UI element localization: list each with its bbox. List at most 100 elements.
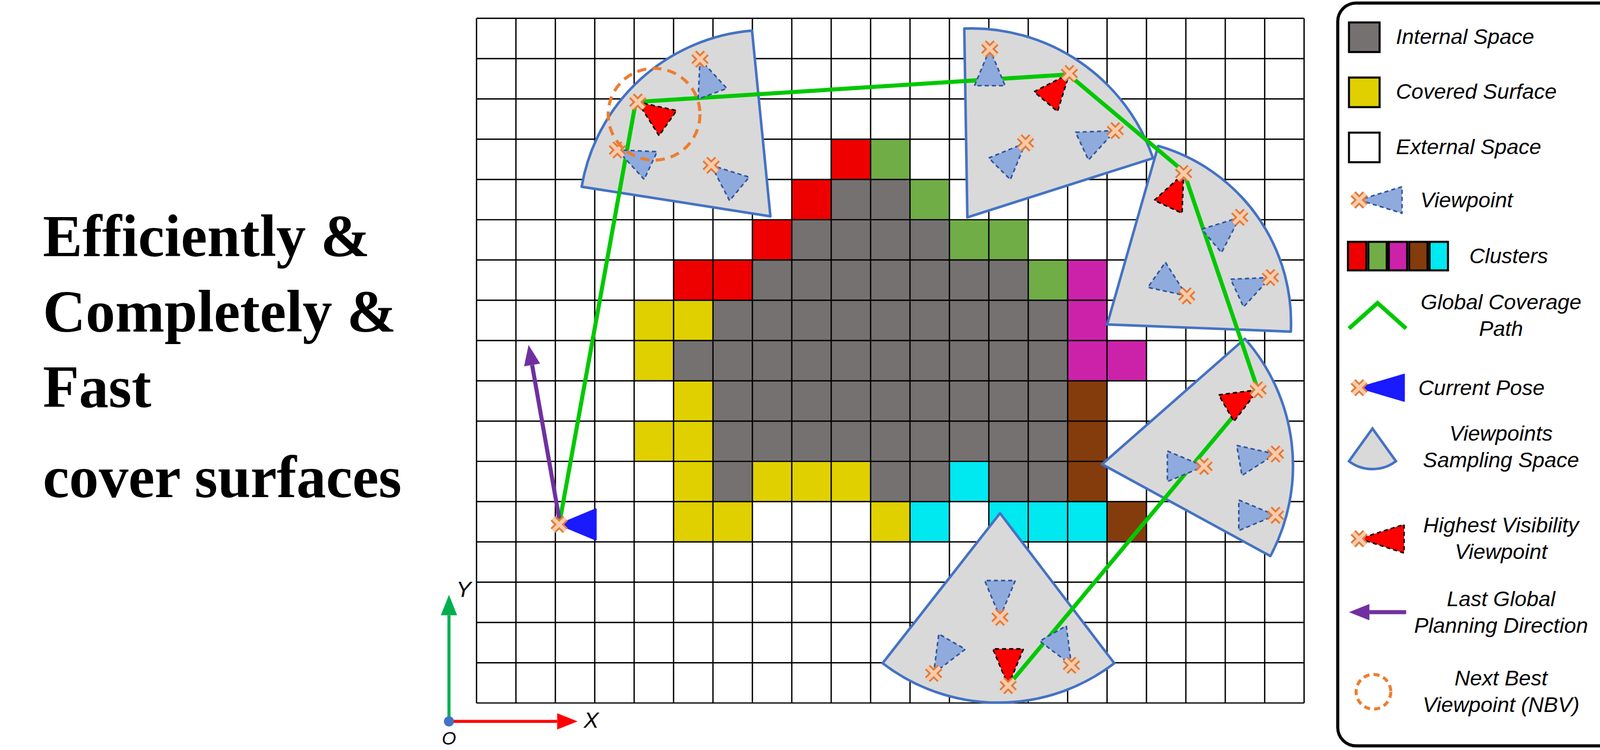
grid-cell bbox=[673, 340, 714, 382]
viewpoint-cross bbox=[1353, 381, 1366, 395]
grid-cell bbox=[830, 259, 871, 301]
grid-cell bbox=[949, 381, 989, 422]
grid-cell bbox=[752, 461, 792, 503]
viewpoint-cross bbox=[1264, 271, 1277, 284]
viewpoint-cross-fill bbox=[927, 667, 941, 681]
grid-cell bbox=[870, 421, 911, 462]
grid-cell bbox=[910, 421, 950, 462]
best-viewpoint-triangle bbox=[992, 649, 1024, 687]
grid-cell bbox=[713, 340, 753, 382]
grid-cell bbox=[870, 138, 911, 180]
sampling-sector bbox=[1107, 145, 1292, 332]
grid-cell bbox=[1067, 300, 1108, 341]
legend-text: Viewpoint bbox=[1420, 186, 1514, 214]
y-axis-head bbox=[440, 594, 457, 616]
grid-line bbox=[1264, 18, 1266, 704]
viewpoint-cross bbox=[1269, 447, 1282, 461]
viewpoint-cross-fill bbox=[1197, 460, 1211, 473]
viewpoint-cross-fill bbox=[1353, 381, 1366, 395]
grid-cell bbox=[1107, 501, 1147, 543]
grid-cell bbox=[713, 300, 753, 341]
nbv-circle bbox=[608, 68, 701, 161]
viewpoint-cross-fill bbox=[1177, 167, 1191, 180]
legend-text: Global Coverage Path bbox=[1410, 288, 1592, 342]
grid-cell bbox=[1028, 259, 1069, 301]
grid-cell bbox=[633, 300, 674, 341]
sampling-sector bbox=[882, 513, 1115, 703]
grid-cell bbox=[1067, 259, 1108, 301]
grid-cell bbox=[713, 461, 753, 503]
viewpoint-cross bbox=[993, 611, 1007, 624]
viewpoint-cross-fill bbox=[693, 53, 707, 66]
grid-cell bbox=[673, 421, 714, 462]
viewpoint-cross-fill bbox=[1353, 193, 1366, 207]
sampling-sector bbox=[1102, 338, 1294, 556]
cluster-swatch bbox=[1348, 242, 1367, 271]
grid-cell bbox=[910, 259, 950, 301]
grid-line bbox=[1303, 18, 1305, 704]
viewpoint-cross-fill bbox=[1264, 271, 1277, 284]
viewpoint-cross bbox=[983, 42, 996, 56]
grid-cell bbox=[752, 421, 792, 462]
viewpoint-cross-fill bbox=[705, 159, 718, 172]
grid-cell bbox=[713, 259, 753, 301]
grid-cell bbox=[949, 340, 989, 382]
grid-cell bbox=[1028, 381, 1069, 422]
grid-cell bbox=[949, 219, 989, 261]
grid-cell bbox=[791, 300, 832, 341]
viewpoint-cross-fill bbox=[631, 96, 645, 109]
sampling-sector bbox=[581, 30, 771, 217]
grid-cell bbox=[910, 219, 950, 261]
viewpoint-cross bbox=[1353, 532, 1366, 545]
viewpoint-cross bbox=[1065, 659, 1078, 672]
grid-cell bbox=[1067, 461, 1108, 503]
grid-cell bbox=[910, 381, 950, 422]
viewpoint-cross bbox=[1180, 289, 1193, 303]
viewpoint-cross-fill bbox=[1109, 124, 1122, 137]
grid-cell bbox=[870, 179, 911, 221]
grid-cell bbox=[791, 259, 832, 301]
planning-direction-arrow-head bbox=[524, 344, 541, 367]
viewpoint-triangle bbox=[984, 580, 1015, 618]
grid-line bbox=[476, 339, 1305, 341]
viewpoint-cross-fill bbox=[983, 42, 996, 56]
best-viewpoint-triangle bbox=[1359, 524, 1405, 554]
viewpoint-cross-fill bbox=[1233, 211, 1247, 224]
grid-cell bbox=[713, 501, 753, 543]
grid-cell bbox=[673, 501, 714, 543]
axis-label: X bbox=[583, 708, 599, 733]
grid-cell bbox=[673, 461, 714, 503]
grid-cell bbox=[830, 300, 871, 341]
grid-line bbox=[554, 18, 556, 704]
grid-cell bbox=[910, 340, 950, 382]
cluster-swatch bbox=[1388, 242, 1408, 271]
viewpoint-cross bbox=[1109, 124, 1122, 137]
viewpoint-cross-fill bbox=[1019, 136, 1032, 150]
legend-panel bbox=[1337, 3, 1600, 747]
grid-cell bbox=[791, 421, 832, 462]
grid-line bbox=[870, 18, 872, 704]
grid-cell bbox=[752, 219, 792, 261]
grid-cell bbox=[949, 259, 989, 301]
grid-line bbox=[476, 702, 1305, 704]
sector-swatch bbox=[1348, 428, 1396, 470]
grid-cell bbox=[1028, 421, 1069, 462]
grid-cell bbox=[910, 461, 950, 503]
grid-cell bbox=[870, 219, 911, 261]
grid-cell bbox=[830, 138, 871, 180]
viewpoint-cross-fill bbox=[1180, 289, 1193, 303]
grid-line bbox=[791, 18, 793, 704]
direction-swatch-head bbox=[1348, 604, 1370, 621]
grid-cell bbox=[988, 219, 1029, 261]
grid-cell bbox=[870, 340, 911, 382]
grid-cell bbox=[830, 381, 871, 422]
nbv-swatch bbox=[1356, 674, 1392, 710]
grid-cell bbox=[633, 340, 674, 382]
x-axis-head bbox=[557, 713, 579, 730]
headline: cover surfaces bbox=[42, 439, 452, 516]
grid-cell bbox=[830, 421, 871, 462]
viewpoint-cross bbox=[1197, 460, 1211, 473]
grid-cell bbox=[1067, 421, 1108, 462]
